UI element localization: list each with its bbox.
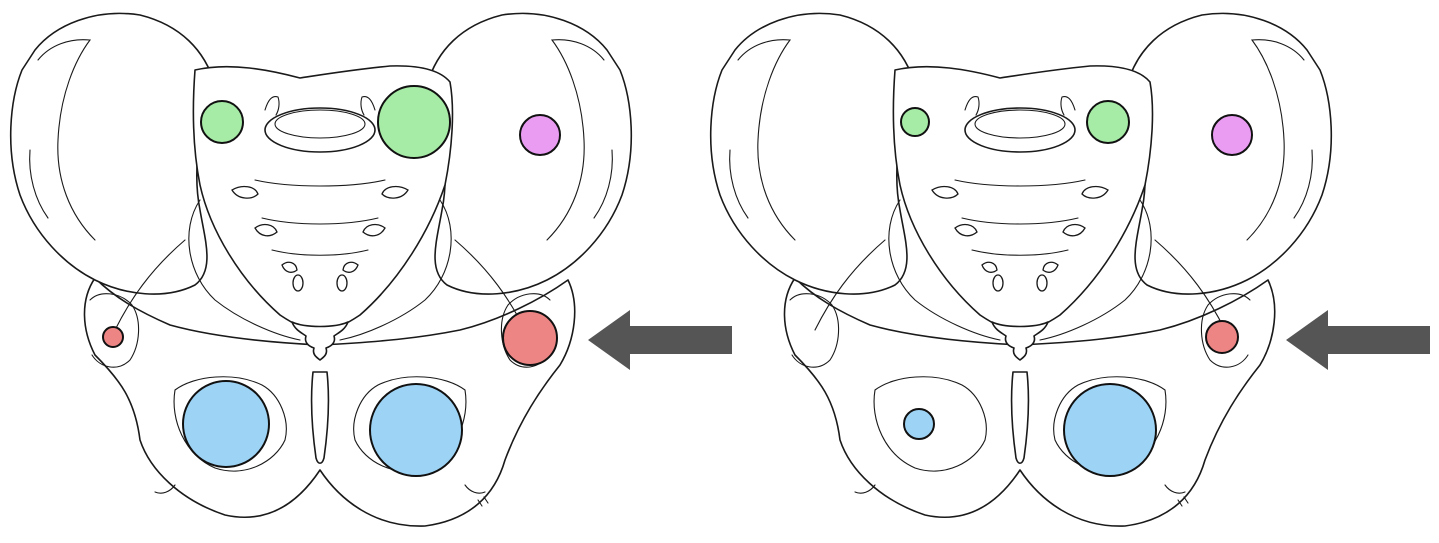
marker-blue-left-lower [904, 409, 934, 439]
marker-blue-left-lower [183, 381, 269, 467]
marker-red-left-lateral [103, 327, 123, 347]
pelvis-panel-left [11, 13, 732, 526]
arrow-left-panel [588, 310, 732, 370]
marker-blue-right-lower [370, 384, 462, 476]
marker-red-right-lateral [1206, 321, 1238, 353]
marker-blue-right-lower [1064, 384, 1156, 476]
marker-red-right-lateral [503, 311, 557, 365]
arrow-right-panel [1286, 310, 1430, 370]
marker-green-left-upper [201, 101, 243, 143]
pelvis-panel-right [711, 13, 1430, 526]
marker-violet-right-ilium [1212, 115, 1252, 155]
marker-green-left-upper [901, 108, 929, 136]
marker-green-right-upper [378, 86, 450, 158]
marker-violet-right-ilium [520, 115, 560, 155]
marker-green-right-upper [1087, 101, 1129, 143]
